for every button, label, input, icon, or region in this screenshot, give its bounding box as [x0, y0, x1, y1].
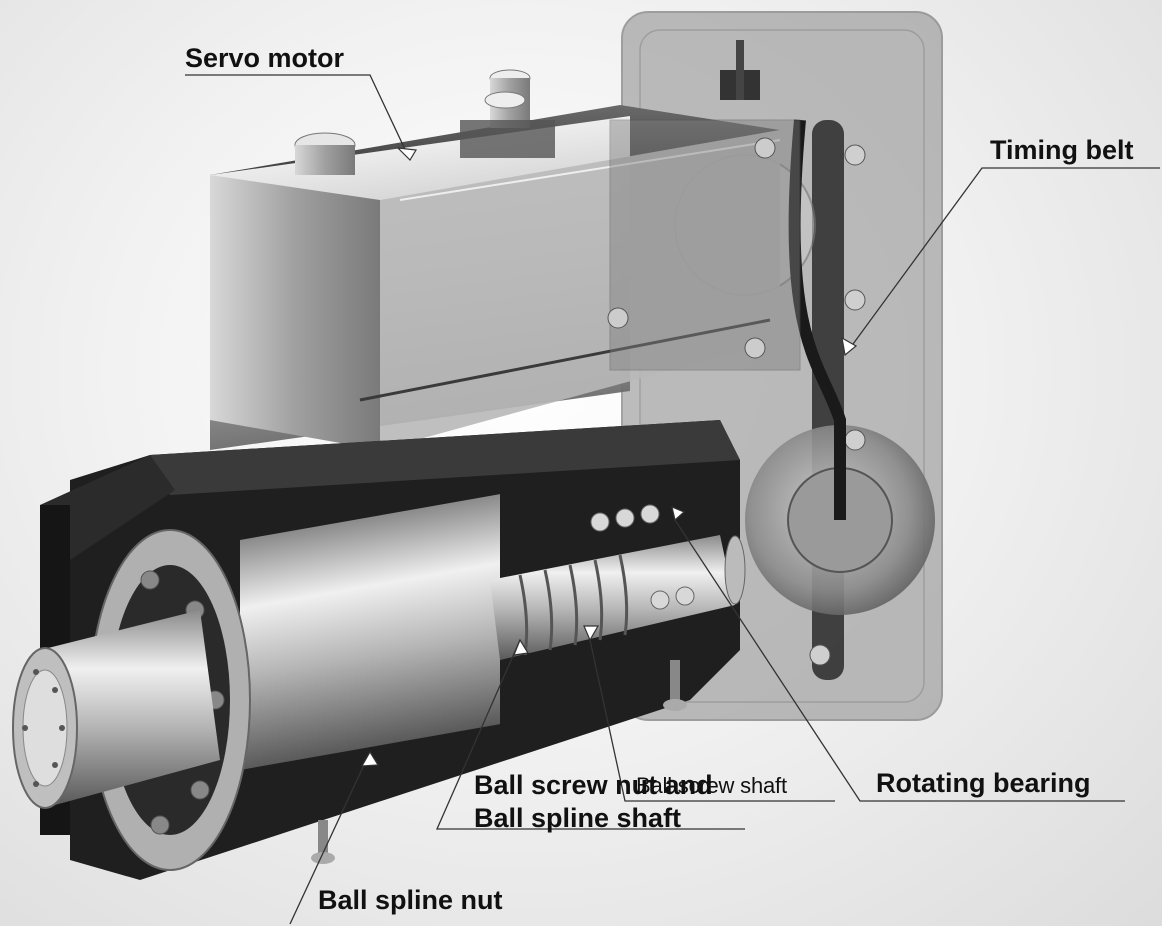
ball-screw-shaft [311, 504, 746, 864]
leader-ball-screw-nut [436, 639, 745, 830]
ball-spline-shaft [12, 610, 220, 809]
leader-lines [185, 74, 1160, 925]
label-timing-belt: Timing belt [990, 135, 1134, 165]
label-rotating-bearing: Rotating bearing [876, 768, 1091, 798]
label-ball-spline-nut: Ball spline nut [318, 885, 503, 915]
leader-arrowheads [360, 147, 858, 767]
label-line-ball-screw-nut: Ball screw nut and [474, 770, 713, 800]
leader-ball-spline-nut [289, 751, 371, 925]
label-servo-motor: Servo motor [185, 43, 345, 73]
label-line-ball-spline-shaft: Ball spline shaft [474, 803, 682, 834]
leader-ball-screw-shaft [589, 639, 835, 802]
leader-servo-motor [185, 74, 411, 161]
label-ball-screw-shaft: Ball screw shaft [636, 773, 787, 798]
label-ball-screw-nut-and-spline-shaft: Ball screw nut and Ball spline shaft [474, 769, 713, 835]
leader-timing-belt [844, 167, 1160, 356]
leader-rotating-bearing [674, 519, 1125, 802]
servo-motor [210, 69, 801, 450]
